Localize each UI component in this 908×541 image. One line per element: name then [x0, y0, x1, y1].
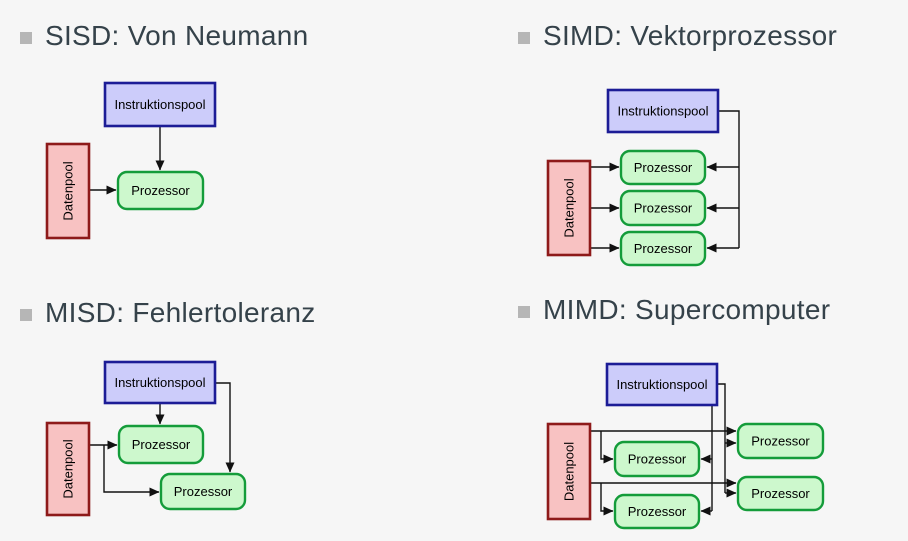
processor-box [613, 493, 701, 530]
processor-box [619, 149, 707, 186]
data-pool-box [45, 142, 91, 240]
processor-label: Prozessor [634, 241, 693, 256]
instruction-branch-arrow [215, 382, 235, 473]
heading-simd: SIMD: Vektorprozessor [518, 20, 837, 52]
data-pool-label: Datenpool [562, 178, 577, 237]
heading-misd: MISD: Fehlertoleranz [20, 297, 316, 329]
processor-box [613, 440, 701, 478]
section-title-misd: MISD: Fehlertoleranz [45, 297, 316, 328]
section-title-simd: SIMD: Vektorprozessor [543, 20, 838, 51]
instruction-pool-box [103, 81, 217, 128]
bullet-icon [20, 308, 32, 321]
processor-label: Prozessor [634, 201, 693, 216]
processor-label: Prozessor [628, 452, 687, 467]
instruction-pool-label: Instruktionspool [114, 375, 205, 390]
processor-label: Prozessor [751, 486, 810, 501]
mimd-diagram: Instruktionspool Datenpool Prozessor Pro… [546, 362, 825, 530]
instruction-pool-box [606, 88, 720, 134]
data-branch-arrow [600, 483, 614, 516]
instruction-pool-box [605, 362, 719, 407]
processor-label: Prozessor [131, 183, 190, 198]
processor-label: Prozessor [634, 160, 693, 175]
data-pool-label: Datenpool [61, 161, 76, 220]
misd-diagram: Instruktionspool Datenpool Prozessor Pro… [45, 360, 247, 517]
heading-mimd: MIMD: Supercomputer [518, 294, 830, 326]
bullet-icon [20, 31, 32, 44]
processor-label: Prozessor [174, 484, 233, 499]
data-pool-label: Datenpool [61, 439, 76, 498]
processor-box [619, 189, 707, 227]
instruction-pool-label: Instruktionspool [617, 104, 708, 119]
data-pool-box [546, 159, 592, 257]
bullet-icon [518, 305, 530, 318]
processor-box [116, 170, 205, 211]
data-branch-arrow [103, 445, 160, 497]
processor-box [159, 472, 247, 511]
processor-box [619, 230, 707, 267]
data-pool-label: Datenpool [562, 442, 577, 501]
processor-box [736, 422, 825, 460]
processor-label: Prozessor [628, 504, 687, 519]
section-title-sisd: SISD: Von Neumann [45, 20, 309, 51]
processor-label: Prozessor [132, 437, 191, 452]
heading-sisd: SISD: Von Neumann [20, 20, 308, 52]
instruction-bus-line [718, 110, 740, 248]
instruction-bus-line [717, 383, 726, 493]
processor-label: Prozessor [751, 434, 810, 449]
data-pool-box [546, 422, 592, 521]
instruction-pool-label: Instruktionspool [616, 377, 707, 392]
data-branch-arrow [600, 431, 614, 464]
processor-box [736, 475, 825, 512]
data-pool-box [45, 421, 91, 517]
instruction-pool-box [103, 360, 217, 405]
simd-diagram: Instruktionspool Datenpool Prozessor Pro… [546, 88, 740, 267]
bullet-icon [518, 31, 530, 44]
processor-box [117, 424, 205, 465]
instruction-pool-label: Instruktionspool [114, 97, 205, 112]
sisd-diagram: Instruktionspool Datenpool Prozessor [45, 81, 217, 240]
section-title-mimd: MIMD: Supercomputer [543, 294, 831, 325]
